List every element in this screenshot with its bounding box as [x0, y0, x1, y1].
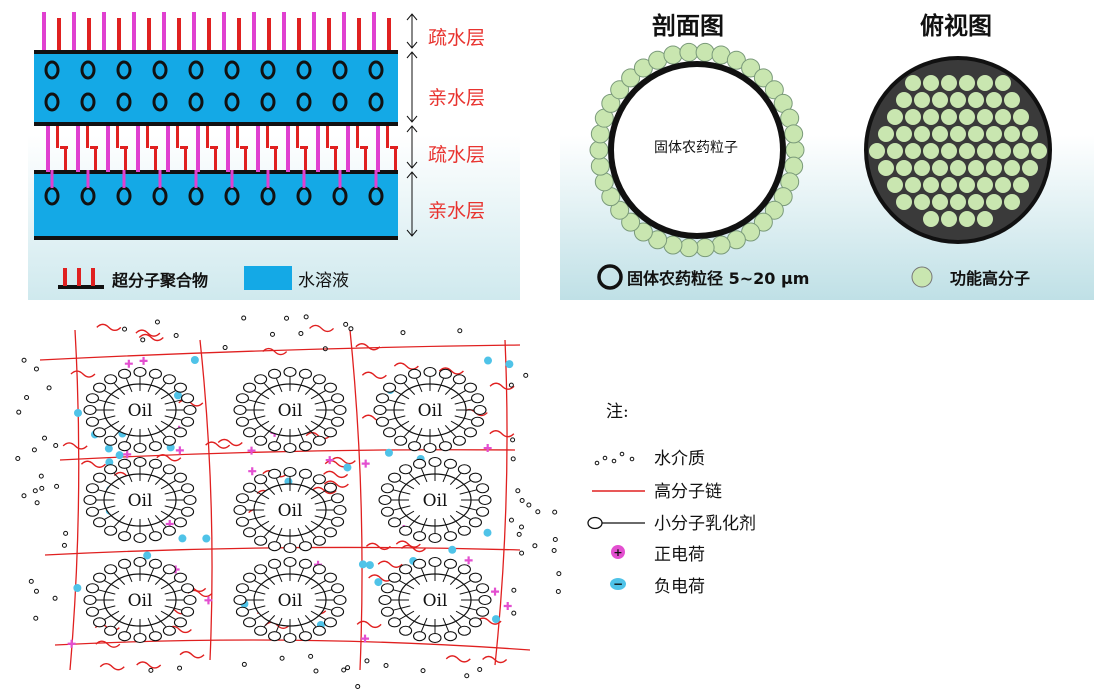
oil-droplet-label: Oil: [278, 401, 303, 421]
label-hydrophobic-1: 疏水层: [428, 27, 485, 49]
legend-water-medium: 水介质: [654, 449, 705, 469]
oil-droplet-label: Oil: [418, 401, 443, 421]
legend-polymer-label: 超分子聚合物: [111, 271, 208, 290]
oil-droplet-label: Oil: [278, 591, 303, 611]
label-hydrophilic-1: 亲水层: [428, 87, 485, 109]
legend-negative-sign: −: [613, 577, 623, 591]
legend-positive: 正电荷: [654, 545, 705, 565]
legend-emulsifier: 小分子乳化剂: [654, 514, 756, 534]
title-cross-section: 剖面图: [652, 12, 724, 40]
legend-negative-icon: [610, 578, 626, 590]
oil-droplet-label: Oil: [423, 491, 448, 511]
legend-positive-sign: +: [613, 546, 622, 559]
oil-droplet-label: Oil: [278, 501, 303, 521]
oil-droplet-label: Oil: [128, 401, 153, 421]
legend-water-label: 水溶液: [298, 271, 349, 291]
legend-polymer-icon: [58, 268, 104, 289]
legend-water-medium-icon: [594, 451, 635, 466]
title-top-view: 俯视图: [920, 12, 992, 40]
label-hydrophilic-2: 亲水层: [428, 200, 485, 222]
legend-positive-icon: [611, 545, 625, 559]
legend-polymer-label: 功能高分子: [950, 269, 1030, 288]
legend-water-swatch: [244, 266, 292, 290]
layer-diagram: 疏水层 亲水层 疏水层 亲水层 超分子聚合物 水溶液: [34, 12, 485, 291]
legend-particle-label: 固体农药粒径 5~20 μm: [627, 269, 809, 288]
legend-polymer-chain: 高分子链: [654, 482, 722, 502]
panel-particle-views: 剖面图 俯视图 固体农药粒子 固体农药粒径 5~20 μm 功能高分子: [560, 0, 1094, 300]
particle-label: 固体农药粒子: [654, 140, 738, 156]
legend-polymer-icon: [911, 266, 933, 288]
label-hydrophobic-2: 疏水层: [428, 144, 485, 166]
oil-droplet-label: Oil: [423, 591, 448, 611]
panel-layer-structure: 疏水层 亲水层 疏水层 亲水层 超分子聚合物 水溶液: [28, 0, 520, 300]
oil-droplet-label: Oil: [128, 491, 153, 511]
legend-negative: 负电荷: [654, 577, 705, 597]
oil-droplet-label: Oil: [128, 591, 153, 611]
particle-diagram: 剖面图 俯视图 固体农药粒子 固体农药粒径 5~20 μm 功能高分子: [589, 12, 1052, 290]
legend-particle-icon: [597, 264, 623, 290]
legend-emulsifier-icon: [587, 516, 645, 530]
note-title: 注:: [606, 402, 629, 422]
